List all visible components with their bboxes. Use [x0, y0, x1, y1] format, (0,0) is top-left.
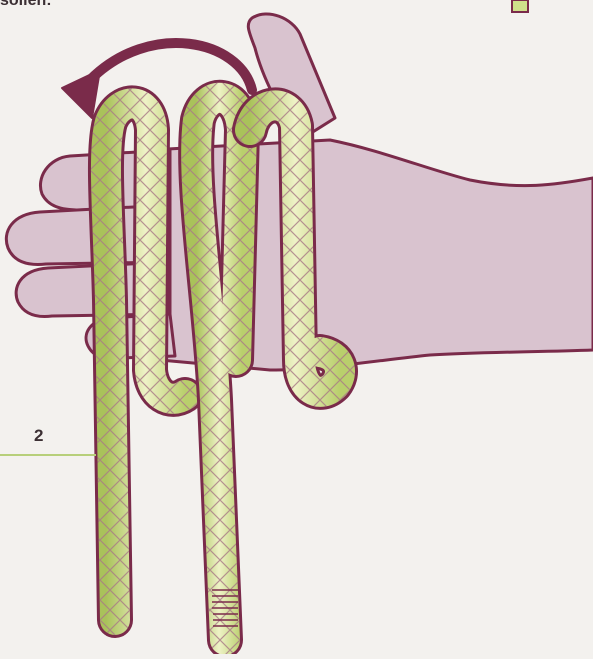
cropped-heading-fragment: sollen:	[0, 0, 52, 10]
cropped-rope-fragment	[512, 0, 528, 12]
callout-number: 2	[34, 426, 43, 446]
rope	[106, 98, 340, 640]
callout-leader-line	[0, 454, 96, 456]
rope-cut-end	[212, 590, 238, 626]
